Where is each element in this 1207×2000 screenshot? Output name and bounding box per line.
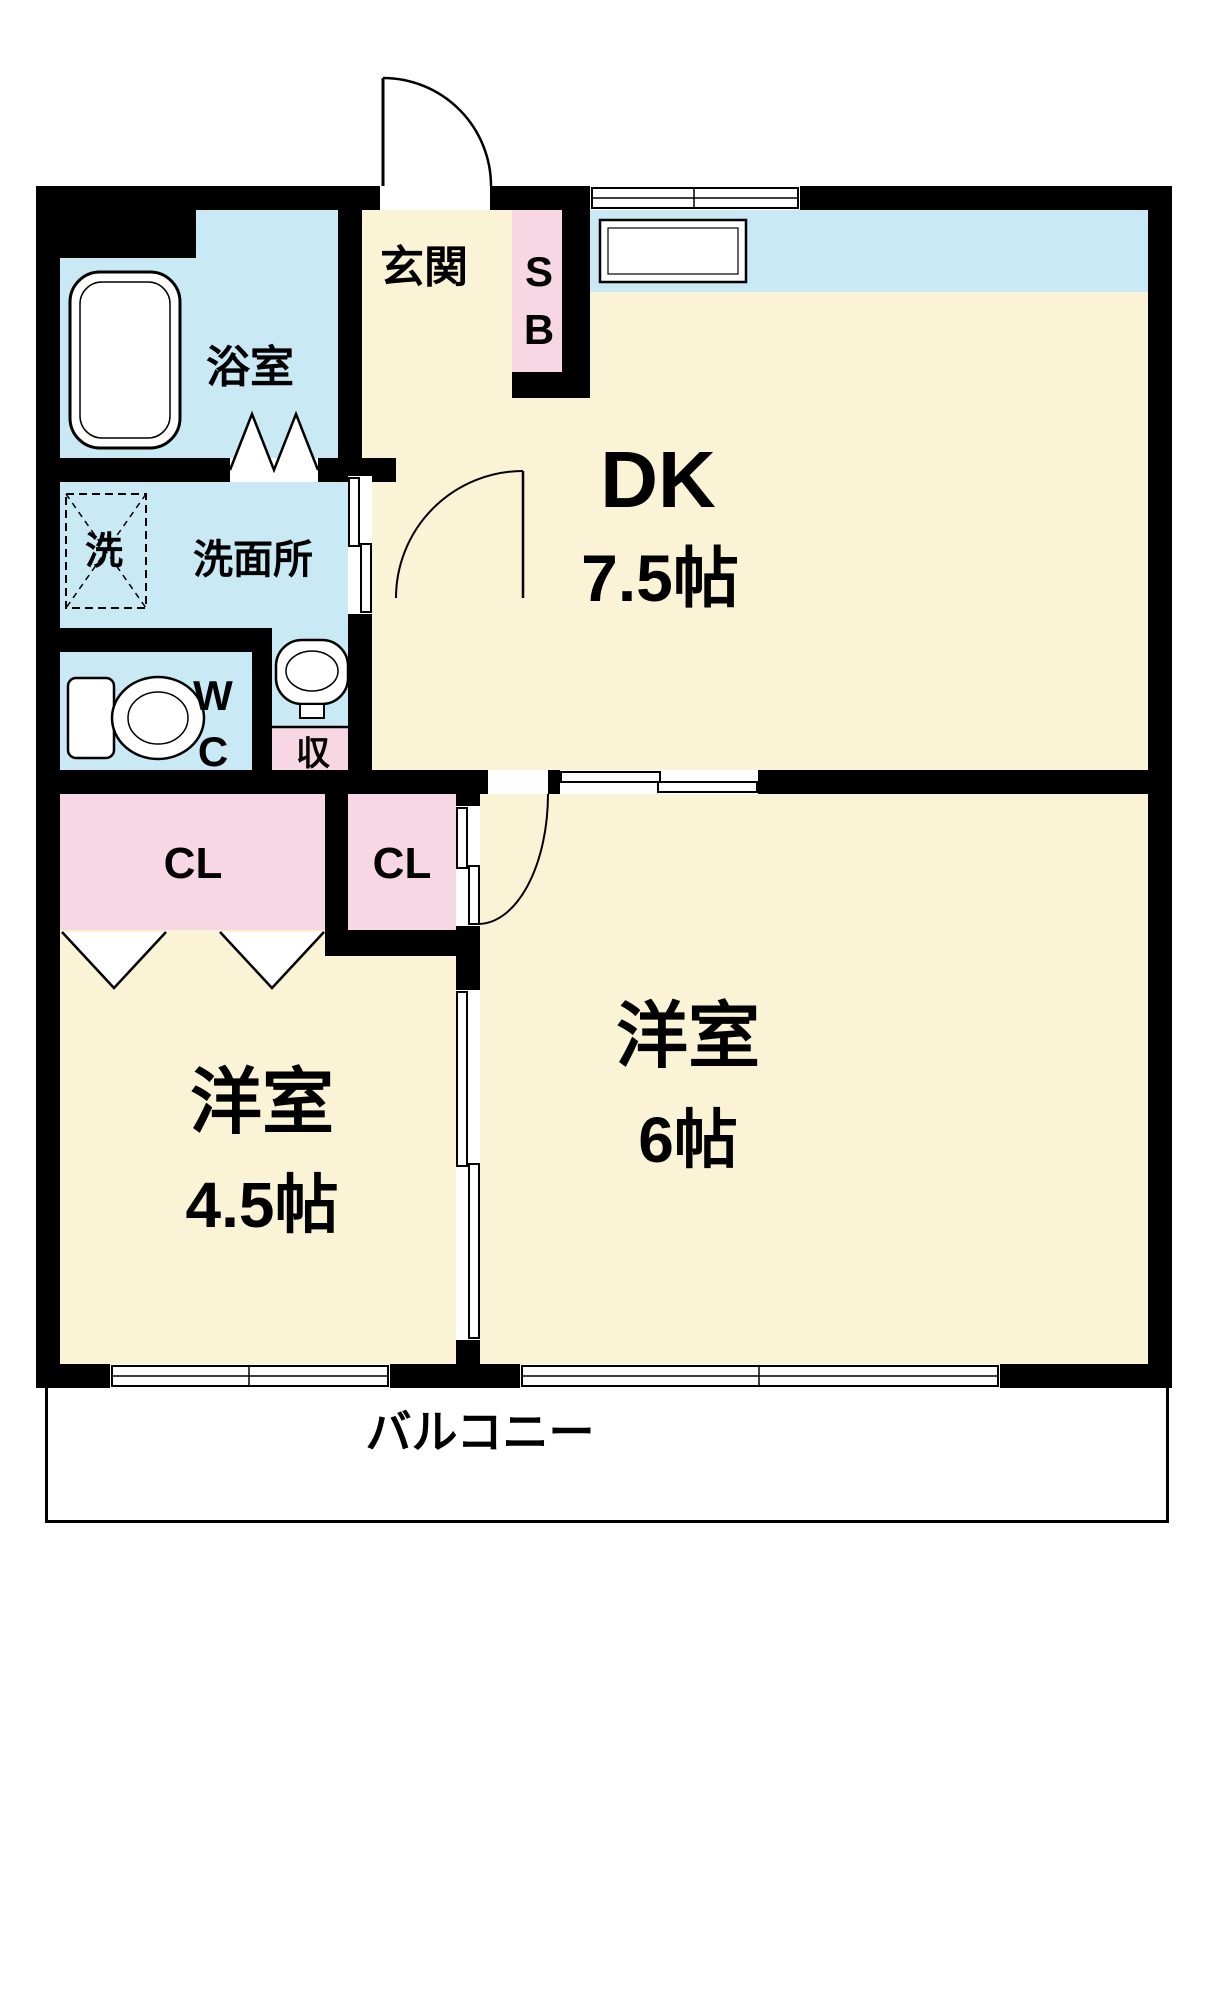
room-shoebox xyxy=(512,210,562,372)
label-washing-machine: 洗 xyxy=(84,531,124,573)
sink-icon xyxy=(274,638,350,719)
room-dk xyxy=(590,210,1148,770)
wall-partition-bottom xyxy=(456,1340,480,1364)
wall-bath-hall xyxy=(338,210,362,458)
room-hall-extension xyxy=(512,398,590,458)
large-room-window-icon xyxy=(521,1365,999,1387)
label-room-small-size: 4.5帖 xyxy=(185,1169,339,1241)
room-western-small xyxy=(60,930,456,1364)
entrance-door-icon xyxy=(381,76,493,187)
room-storage xyxy=(272,728,348,776)
label-shoebox-b: B xyxy=(523,306,555,353)
wall-topleft-block xyxy=(36,186,196,258)
label-entrance: 玄関 xyxy=(380,243,468,292)
balcony-area xyxy=(45,1388,1169,1523)
label-bathroom: 浴室 xyxy=(206,343,294,392)
opening-entrance-door xyxy=(380,186,490,210)
bathtub-icon xyxy=(68,270,182,450)
label-wc-w: W xyxy=(193,672,233,719)
room-partition-sliding-icon xyxy=(456,991,480,1339)
wall-washroom-wc xyxy=(36,628,262,652)
label-wc-c: C xyxy=(197,728,229,775)
label-dk-name: DK xyxy=(600,435,716,524)
label-room-small-name: 洋室 xyxy=(189,1063,335,1143)
label-balcony: バルコニー xyxy=(365,1406,595,1458)
dk-top-window-icon xyxy=(591,187,799,209)
label-storage: 収 xyxy=(296,735,330,773)
room-entrance xyxy=(362,210,512,458)
label-shoebox-s: S xyxy=(524,248,554,295)
wall-partition-top xyxy=(456,956,480,990)
label-dk-size: 7.5帖 xyxy=(581,541,739,615)
bathroom-folding-door-icon xyxy=(228,410,320,474)
label-room-large-name: 洋室 xyxy=(615,997,761,1077)
label-closet-left: CL xyxy=(163,839,223,888)
small-room-window-icon xyxy=(111,1365,389,1387)
room-closet-left xyxy=(60,794,325,930)
toilet-icon xyxy=(66,675,206,761)
hall-dk-door-icon xyxy=(395,470,525,599)
wall-closet-divider xyxy=(325,794,348,930)
wall-closet-right-bottom xyxy=(325,930,480,956)
label-room-large-size: 6帖 xyxy=(638,1104,738,1176)
wall-shoebox-bottom xyxy=(512,372,590,398)
opening-western-large-door xyxy=(488,770,548,794)
room-closet-right xyxy=(348,794,456,930)
western-large-door-icon xyxy=(477,793,549,925)
room-western-large xyxy=(480,794,1148,1364)
label-closet-right: CL xyxy=(372,839,432,888)
kitchen-counter-icon xyxy=(598,218,748,284)
wall-shoebox-right xyxy=(562,186,590,398)
closet-right-sliding-door-icon xyxy=(456,807,480,925)
wall-wc-sink xyxy=(252,628,272,776)
wall-outer-right xyxy=(1148,186,1172,1388)
room-washroom xyxy=(60,482,348,628)
washroom-sliding-door-icon xyxy=(348,477,372,613)
closet-folding-door-icon xyxy=(61,931,325,990)
washing-machine-icon xyxy=(65,493,147,609)
room-dk-left xyxy=(372,458,590,770)
dk-room-sliding-door-icon xyxy=(560,771,758,793)
label-washroom: 洗面所 xyxy=(193,538,313,582)
